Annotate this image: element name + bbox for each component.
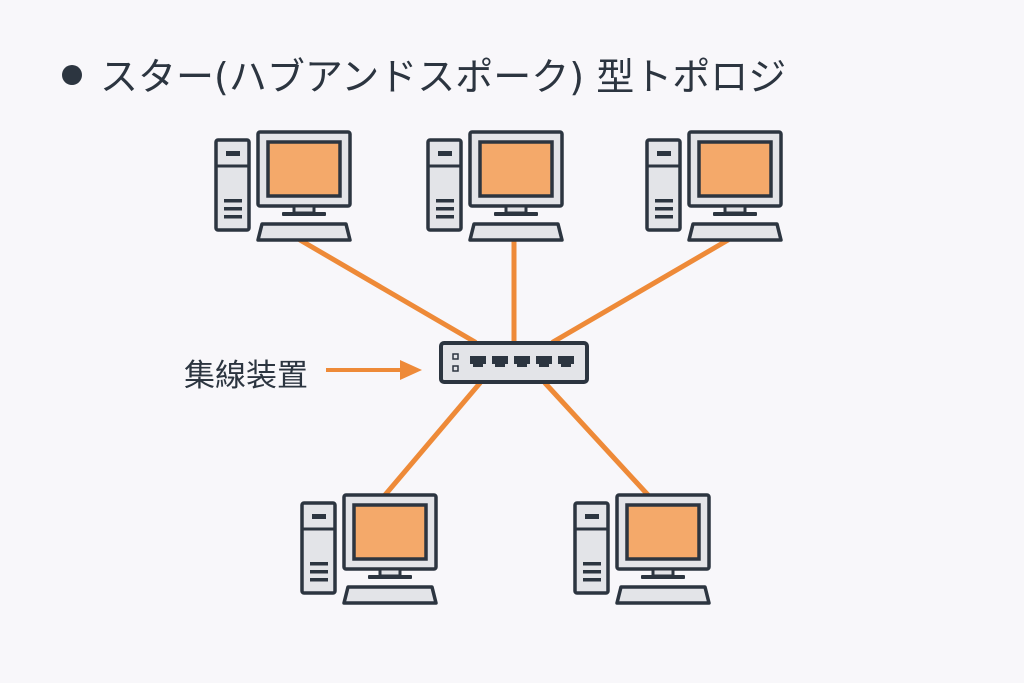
monitor-base: [282, 212, 326, 216]
hub-arrow: [326, 360, 422, 380]
drive-slot-icon: [226, 151, 240, 156]
pc-bottom-left: [300, 493, 438, 605]
title-text: スター(ハブアンドスポーク) 型トポロジ: [100, 55, 787, 99]
keyboard-icon: [615, 585, 711, 605]
link-pc-top-left: [297, 237, 478, 345]
diagram-title: スター(ハブアンドスポーク) 型トポロジ: [62, 46, 786, 101]
computers: [214, 130, 783, 605]
vent-line: [583, 570, 601, 574]
status-led-icon: [452, 365, 459, 372]
link-pc-bottom-left: [382, 380, 483, 498]
monitor-screen: [266, 140, 342, 198]
monitor-screen: [697, 140, 773, 198]
vent-line: [310, 562, 328, 566]
monitor-stand: [723, 204, 747, 215]
link-pc-bottom-right: [542, 380, 651, 498]
monitor-stand: [651, 567, 675, 578]
hub-label: 集線装置: [184, 358, 308, 394]
monitor-screen: [625, 503, 701, 561]
vent-line: [224, 199, 242, 203]
monitor-screen: [478, 140, 554, 198]
keyboard-icon: [342, 585, 438, 605]
ethernet-port-icon: [536, 356, 552, 367]
vent-line: [224, 207, 242, 211]
pc-top-center: [426, 130, 564, 242]
drive-slot-icon: [585, 514, 599, 519]
vent-line: [310, 570, 328, 574]
monitor-stand: [378, 567, 402, 578]
ethernet-port-icon: [514, 356, 530, 367]
vent-line: [436, 199, 454, 203]
arrow-head-icon: [400, 360, 422, 380]
keyboard-icon: [687, 222, 783, 242]
pc-bottom-right: [573, 493, 711, 605]
status-led-icon: [452, 353, 459, 360]
ethernet-port-icon: [492, 356, 508, 367]
monitor-stand: [504, 204, 528, 215]
drive-slot-icon: [438, 151, 452, 156]
bullet-icon: [62, 64, 82, 85]
ethernet-port-icon: [558, 356, 574, 367]
drive-slot-icon: [312, 514, 326, 519]
monitor-base: [494, 212, 538, 216]
monitor-base: [368, 575, 412, 579]
link-pc-top-right: [550, 237, 731, 345]
vent-line: [583, 578, 601, 582]
monitor-base: [641, 575, 685, 579]
links: [297, 237, 731, 498]
vent-line: [655, 207, 673, 211]
monitor-base: [713, 212, 757, 216]
ethernet-port-icon: [470, 356, 486, 367]
vent-line: [655, 199, 673, 203]
keyboard-icon: [468, 222, 564, 242]
vent-line: [583, 562, 601, 566]
vent-line: [436, 207, 454, 211]
pc-top-right: [645, 130, 783, 242]
vent-line: [655, 215, 673, 219]
monitor-stand: [292, 204, 316, 215]
network-switch-icon: [439, 341, 589, 384]
monitor-screen: [352, 503, 428, 561]
pc-top-left: [214, 130, 352, 242]
drive-slot-icon: [657, 151, 671, 156]
vent-line: [436, 215, 454, 219]
vent-line: [224, 215, 242, 219]
keyboard-icon: [256, 222, 352, 242]
vent-line: [310, 578, 328, 582]
